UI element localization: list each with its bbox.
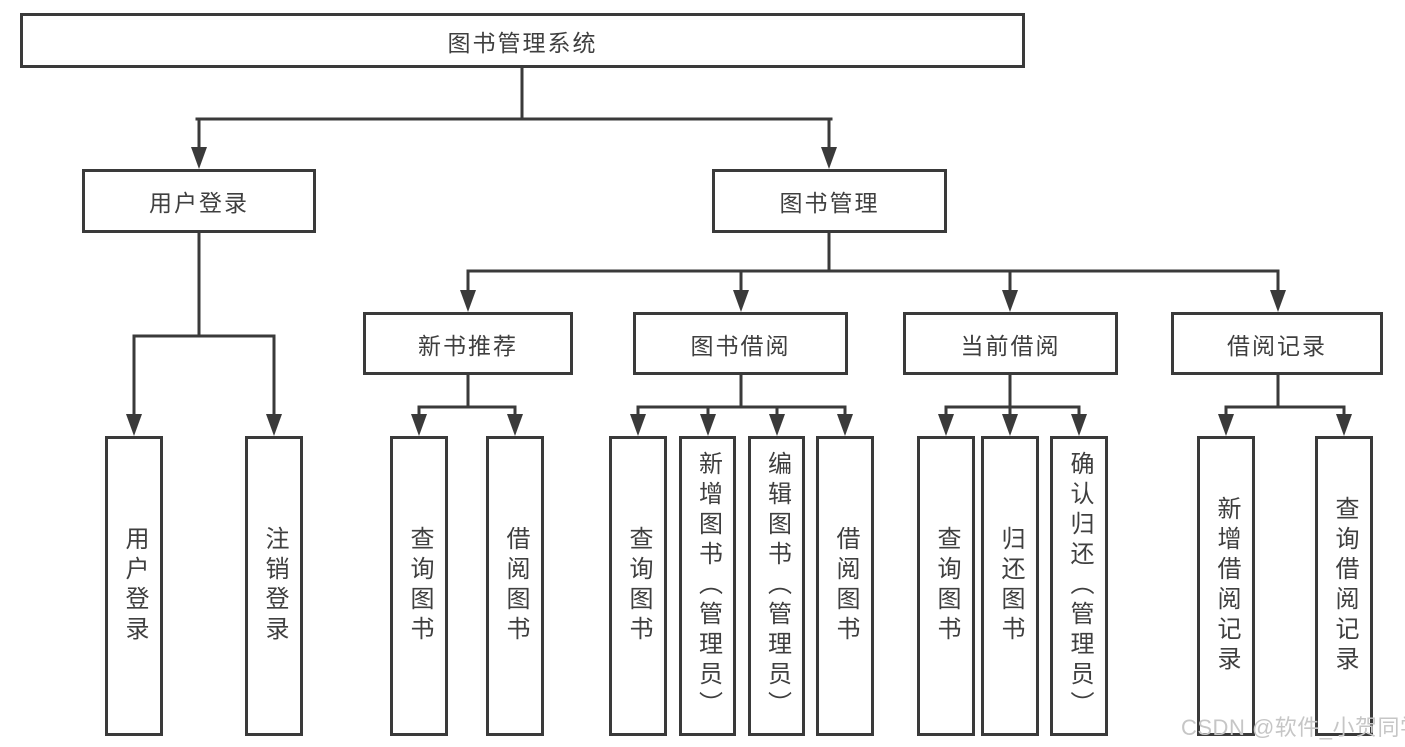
connector-newbooks-to-leaves — [411, 373, 523, 436]
leaf-label: 确认归还（管理员） — [1066, 451, 1093, 721]
node-leaf-query-borrow-record: 查询借阅记录 — [1315, 436, 1373, 736]
node-leaf-borrow-books-1: 借阅图书 — [486, 436, 544, 736]
node-leaf-logout: 注销登录 — [245, 436, 303, 736]
connector-currentborrow-to-leaves — [938, 373, 1087, 436]
leaf-label: 查询图书 — [406, 526, 433, 646]
node-leaf-query-books-3: 查询图书 — [917, 436, 975, 736]
connector-userlogin-to-leaves — [126, 231, 282, 436]
leaf-label: 借阅图书 — [502, 526, 529, 646]
connector-bookborrow-to-leaves — [630, 373, 853, 436]
node-root-system: 图书管理系统 — [20, 13, 1025, 68]
node-current-borrowing: 当前借阅 — [903, 312, 1118, 375]
node-book-borrowing: 图书借阅 — [633, 312, 848, 375]
leaf-label: 新增图书（管理员） — [694, 451, 722, 721]
leaf-label: 编辑图书（管理员） — [763, 451, 791, 721]
leaf-label: 借阅图书 — [832, 526, 859, 646]
node-leaf-query-books-1: 查询图书 — [390, 436, 448, 736]
node-user-login: 用户登录 — [82, 169, 316, 233]
node-leaf-add-book-admin: 新增图书（管理员） — [679, 436, 736, 736]
node-leaf-add-borrow-record: 新增借阅记录 — [1197, 436, 1255, 736]
connector-borrowrecords-to-leaves — [1218, 373, 1352, 436]
node-borrowing-records: 借阅记录 — [1171, 312, 1383, 375]
leaf-label: 注销登录 — [261, 526, 288, 646]
node-leaf-query-books-2: 查询图书 — [609, 436, 667, 736]
leaf-label: 用户登录 — [121, 526, 148, 646]
leaf-label: 查询图书 — [625, 526, 652, 646]
connector-bookmgmt-to-level3 — [460, 231, 1286, 312]
node-leaf-edit-book-admin: 编辑图书（管理员） — [748, 436, 805, 736]
leaf-label: 查询图书 — [933, 526, 960, 646]
node-book-management: 图书管理 — [712, 169, 947, 233]
leaf-label: 查询借阅记录 — [1331, 496, 1358, 676]
leaf-label: 归还图书 — [997, 526, 1024, 646]
node-leaf-return-book: 归还图书 — [981, 436, 1039, 736]
csdn-watermark: CSDN @软件_小贺同学 — [1181, 715, 1405, 740]
node-new-book-recommendation: 新书推荐 — [363, 312, 573, 375]
node-leaf-user-login: 用户登录 — [105, 436, 163, 736]
node-leaf-borrow-books-2: 借阅图书 — [816, 436, 874, 736]
node-leaf-confirm-return-admin: 确认归还（管理员） — [1050, 436, 1108, 736]
leaf-label: 新增借阅记录 — [1213, 496, 1240, 676]
connector-root-to-level2 — [191, 66, 837, 169]
